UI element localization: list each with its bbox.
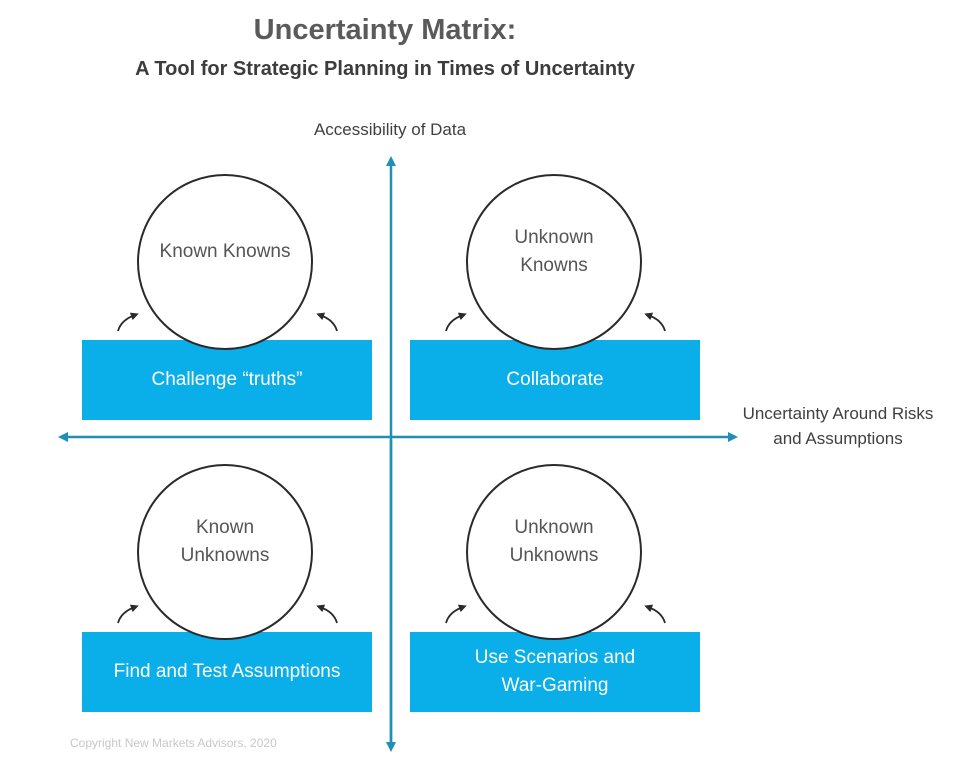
circle-label: Known Unknowns bbox=[180, 517, 270, 566]
diagram-title: Uncertainty Matrix: bbox=[253, 14, 517, 46]
arrow-icon bbox=[644, 604, 666, 624]
y-axis-label: Accessibility of Data bbox=[313, 120, 467, 139]
copyright-text: Copyright New Markets Advisors, 2020 bbox=[70, 736, 277, 750]
circle-label: Unknown Knowns bbox=[514, 227, 594, 276]
circle-label: Unknown Unknowns bbox=[509, 517, 599, 566]
arrow-icon bbox=[445, 604, 467, 624]
arrow-icon bbox=[117, 604, 139, 624]
arrow-icon bbox=[117, 312, 139, 332]
arrow-icon bbox=[644, 312, 666, 332]
arrow-icon bbox=[445, 312, 467, 332]
quadrant-box-challenge-truths: Challenge “truths” bbox=[82, 340, 372, 420]
box-label: Find and Test Assumptions bbox=[113, 661, 341, 682]
x-axis-label: Uncertainty Around Risks and Assumptions bbox=[742, 404, 934, 448]
box-label: Challenge “truths” bbox=[151, 369, 303, 390]
quadrant-box-scenarios: Use Scenarios and War-Gaming bbox=[410, 632, 700, 712]
box-label: Collaborate bbox=[506, 369, 604, 390]
quadrant-box-find-test: Find and Test Assumptions bbox=[82, 632, 372, 712]
arrow-icon bbox=[316, 312, 338, 332]
circle-known-unknowns: Known Unknowns bbox=[137, 464, 313, 640]
arrow-icon bbox=[316, 604, 338, 624]
box-label: Use Scenarios and War-Gaming bbox=[474, 647, 636, 696]
circle-unknown-knowns: Unknown Knowns bbox=[466, 174, 642, 350]
circle-unknown-unknowns: Unknown Unknowns bbox=[466, 464, 642, 640]
quadrant-box-collaborate: Collaborate bbox=[410, 340, 700, 420]
circle-known-knowns: Known Knowns bbox=[137, 174, 313, 350]
diagram-subtitle: A Tool for Strategic Planning in Times o… bbox=[135, 58, 635, 80]
circle-label: Known Knowns bbox=[159, 241, 291, 262]
